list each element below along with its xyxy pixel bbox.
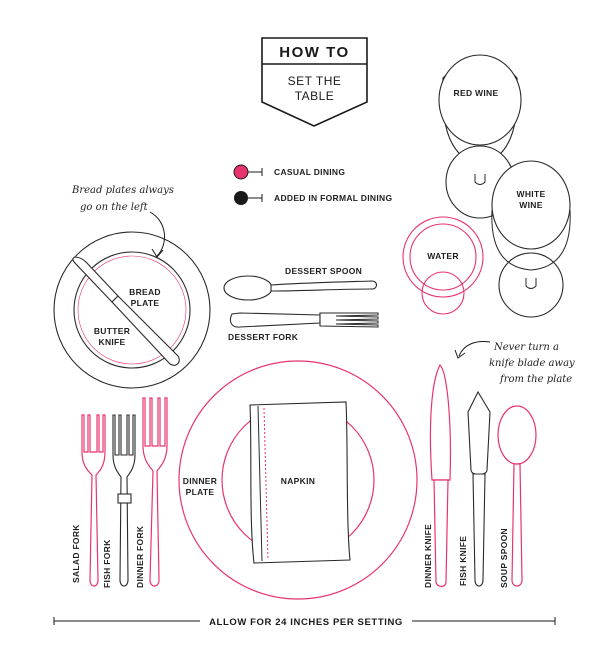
butter-knife-label-1: BUTTER <box>94 326 130 336</box>
dessert-spoon-label: DESSERT SPOON <box>285 266 362 276</box>
knife-note: Never turn a knife blade away from the p… <box>454 341 575 385</box>
dinner-plate-label-2: PLATE <box>186 487 215 497</box>
title-line-3: TABLE <box>295 89 335 103</box>
footer-text: ALLOW FOR 24 INCHES PER SETTING <box>209 617 403 628</box>
legend: CASUAL DINING ADDED IN FORMAL DINING <box>233 164 392 205</box>
butter-knife-label-2: KNIFE <box>99 337 126 347</box>
salad-fork: SALAD FORK <box>71 414 106 587</box>
fish-knife: FISH KNIFE <box>458 390 491 587</box>
knife-note-line-3: from the plate <box>499 374 572 385</box>
fish-fork-label: FISH FORK <box>102 539 112 588</box>
fish-knife-label: FISH KNIFE <box>458 536 468 586</box>
salad-fork-label: SALAD FORK <box>71 524 81 583</box>
red-wine-glass: RED WINE <box>438 54 522 219</box>
white-wine-glass: WHITE WINE <box>491 160 571 318</box>
bread-plate-label-1: BREAD <box>129 287 161 297</box>
footer: ALLOW FOR 24 INCHES PER SETTING <box>53 617 556 628</box>
dessert-spoon: DESSERT SPOON <box>223 266 378 301</box>
white-wine-label-1: WHITE <box>517 189 546 199</box>
bread-plate-label-2: PLATE <box>131 298 160 308</box>
bread-note-line-1: Bread plates always <box>71 185 174 196</box>
napkin: NAPKIN <box>249 401 351 564</box>
soup-spoon-label: SOUP SPOON <box>499 528 509 588</box>
red-wine-label: RED WINE <box>454 88 499 98</box>
legend-casual-label: CASUAL DINING <box>274 167 345 177</box>
dessert-fork-label: DESSERT FORK <box>228 332 299 342</box>
dinner-fork-label: DINNER FORK <box>135 525 145 588</box>
napkin-label: NAPKIN <box>281 476 315 486</box>
soup-spoon: SOUP SPOON <box>497 405 537 588</box>
fish-fork: FISH FORK <box>102 414 136 588</box>
title-line-1: HOW TO <box>279 44 349 61</box>
title-banner: HOW TO SET THE TABLE <box>261 37 368 127</box>
dinner-plate-label-1: DINNER <box>183 476 217 486</box>
bread-note-line-2: go on the left <box>80 202 149 213</box>
dinner-knife: DINNER KNIFE <box>423 364 452 588</box>
legend-formal-swatch <box>234 191 263 205</box>
knife-note-line-1: Never turn a <box>493 342 559 353</box>
water-glass: WATER <box>402 216 484 315</box>
legend-formal-label: ADDED IN FORMAL DINING <box>274 193 392 203</box>
bread-plate-note: Bread plates always go on the left <box>71 185 174 258</box>
dinner-fork: DINNER FORK <box>135 397 168 588</box>
dessert-fork: DESSERT FORK <box>228 312 379 342</box>
white-wine-label-2: WINE <box>519 200 542 210</box>
dinner-knife-label: DINNER KNIFE <box>423 524 433 588</box>
butter-knife <box>72 256 180 366</box>
knife-note-line-2: knife blade away <box>489 358 575 369</box>
title-line-2: SET THE <box>288 74 342 88</box>
water-label: WATER <box>427 251 459 261</box>
legend-casual-swatch <box>233 164 263 180</box>
